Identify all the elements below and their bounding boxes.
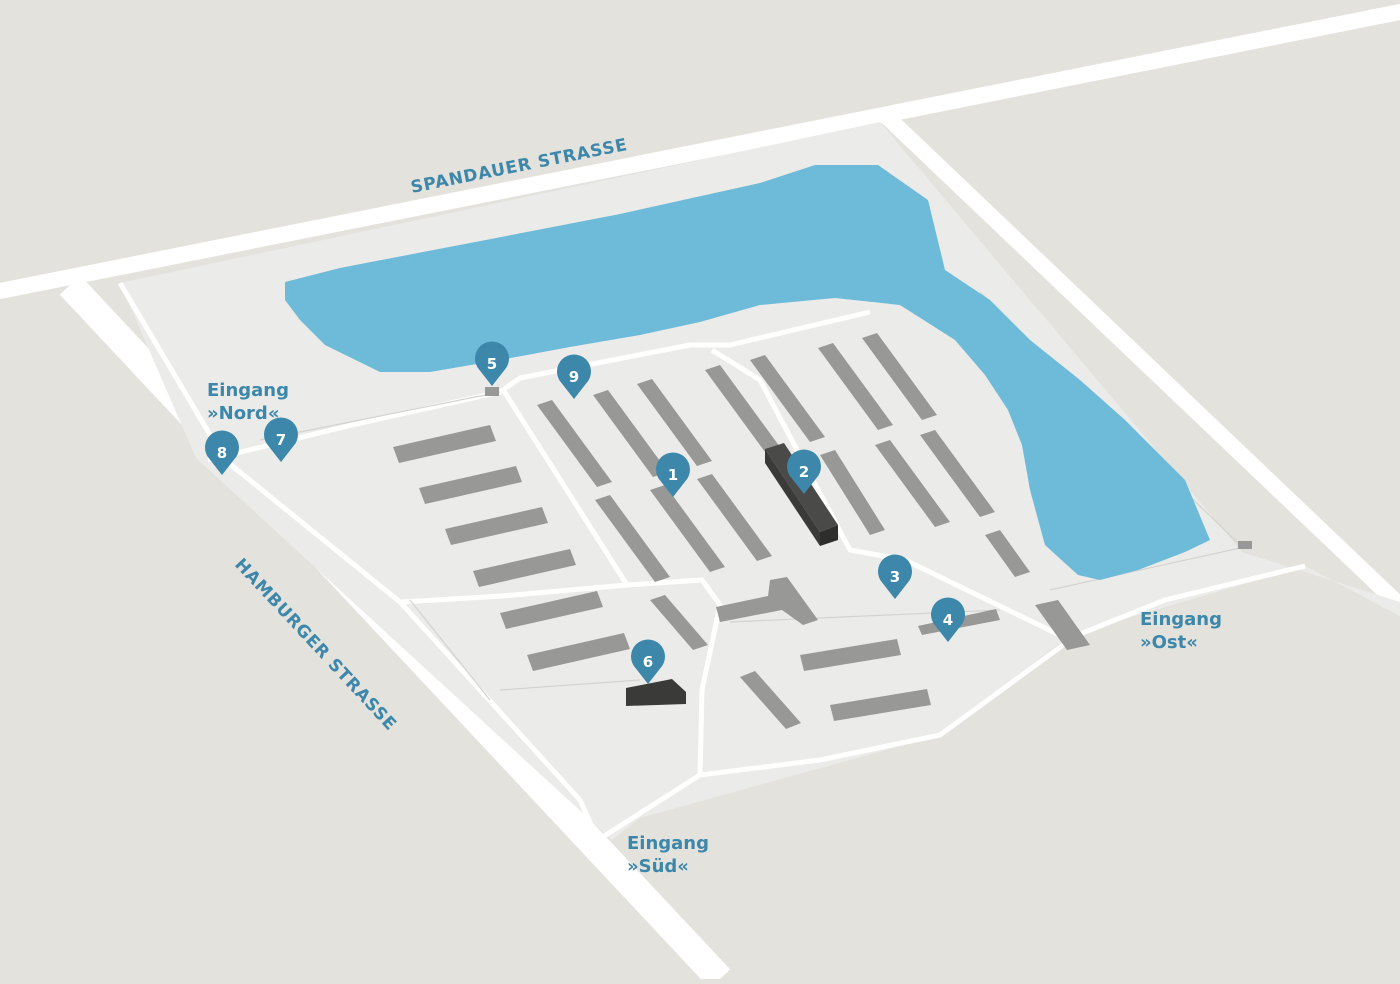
map-marker-number: 5 bbox=[487, 355, 497, 373]
map-marker-6[interactable]: 6 bbox=[631, 639, 665, 684]
building bbox=[537, 400, 612, 487]
building bbox=[650, 595, 708, 650]
map-marker-number: 3 bbox=[890, 568, 900, 586]
building-highlight bbox=[765, 449, 820, 546]
map-pin-icon bbox=[557, 354, 591, 399]
building bbox=[920, 430, 995, 517]
path-left-split bbox=[499, 386, 723, 776]
building bbox=[595, 495, 670, 582]
building bbox=[473, 549, 576, 587]
map-marker-number: 1 bbox=[668, 466, 678, 484]
path-central bbox=[401, 582, 628, 605]
building bbox=[716, 577, 818, 625]
building bbox=[697, 474, 772, 561]
entrance-nord: Eingang »Nord« bbox=[207, 380, 289, 424]
building-highlight bbox=[626, 679, 686, 706]
road-east bbox=[879, 109, 1400, 617]
building bbox=[750, 355, 825, 442]
svg-text:»Ost«: »Ost« bbox=[1140, 632, 1198, 653]
path-west bbox=[117, 281, 601, 842]
building bbox=[637, 379, 712, 466]
map-pin-icon bbox=[475, 341, 509, 386]
map-marker-7[interactable]: 7 bbox=[264, 417, 298, 462]
building bbox=[862, 333, 937, 420]
map-pin-icon bbox=[931, 597, 965, 642]
building bbox=[875, 440, 950, 527]
map-pin-icon bbox=[264, 417, 298, 462]
map-marker-2[interactable]: 2 bbox=[787, 449, 821, 494]
path-north bbox=[207, 309, 871, 463]
building bbox=[393, 425, 496, 463]
svg-text:»Nord«: »Nord« bbox=[207, 403, 279, 424]
map-marker-4[interactable]: 4 bbox=[931, 597, 965, 642]
map-marker-number: 7 bbox=[276, 431, 286, 449]
map-marker-number: 8 bbox=[217, 444, 227, 462]
svg-text:»Süd«: »Süd« bbox=[627, 856, 689, 877]
map-marker-3[interactable]: 3 bbox=[878, 554, 912, 599]
building bbox=[830, 689, 931, 721]
path-south bbox=[596, 637, 1072, 843]
building-small bbox=[485, 387, 499, 396]
lake bbox=[285, 165, 1210, 580]
building bbox=[527, 633, 630, 671]
building bbox=[820, 450, 885, 535]
svg-text:Eingang: Eingang bbox=[207, 380, 289, 401]
svg-text:Eingang: Eingang bbox=[627, 833, 709, 854]
building bbox=[500, 591, 603, 629]
map-pin-icon bbox=[631, 639, 665, 684]
building bbox=[800, 639, 901, 671]
map-pin-icon bbox=[656, 452, 690, 497]
building bbox=[818, 343, 893, 430]
building-highlight bbox=[820, 525, 838, 546]
map-marker-8[interactable]: 8 bbox=[205, 430, 239, 475]
building-small bbox=[1238, 541, 1252, 549]
path-east-entry bbox=[1069, 563, 1306, 641]
building bbox=[445, 507, 548, 545]
map-marker-1[interactable]: 1 bbox=[656, 452, 690, 497]
building bbox=[985, 530, 1030, 577]
entrance-sued: Eingang »Süd« bbox=[627, 833, 709, 877]
svg-text:Eingang: Eingang bbox=[1140, 609, 1222, 630]
map-marker-9[interactable]: 9 bbox=[557, 354, 591, 399]
building bbox=[650, 485, 725, 572]
building bbox=[705, 365, 780, 452]
map-marker-5[interactable]: 5 bbox=[475, 341, 509, 386]
buildings bbox=[393, 333, 1252, 729]
building bbox=[1035, 600, 1090, 650]
map-marker-number: 2 bbox=[799, 463, 809, 481]
building bbox=[419, 466, 522, 504]
map-marker-number: 4 bbox=[943, 611, 953, 629]
markers: 1 2 3 4 5 6 7 8 9 bbox=[205, 341, 965, 684]
building bbox=[740, 671, 801, 729]
inner-paths bbox=[117, 281, 1306, 843]
entrance-ost: Eingang »Ost« bbox=[1140, 609, 1222, 653]
road-spandauer bbox=[0, 3, 1400, 300]
map-marker-number: 9 bbox=[569, 368, 579, 386]
map-pin-icon bbox=[878, 554, 912, 599]
map-pin-icon bbox=[205, 430, 239, 475]
map-marker-number: 6 bbox=[643, 653, 653, 671]
path-right-split bbox=[710, 347, 1072, 643]
building bbox=[593, 390, 668, 477]
map-pin-icon bbox=[787, 449, 821, 494]
